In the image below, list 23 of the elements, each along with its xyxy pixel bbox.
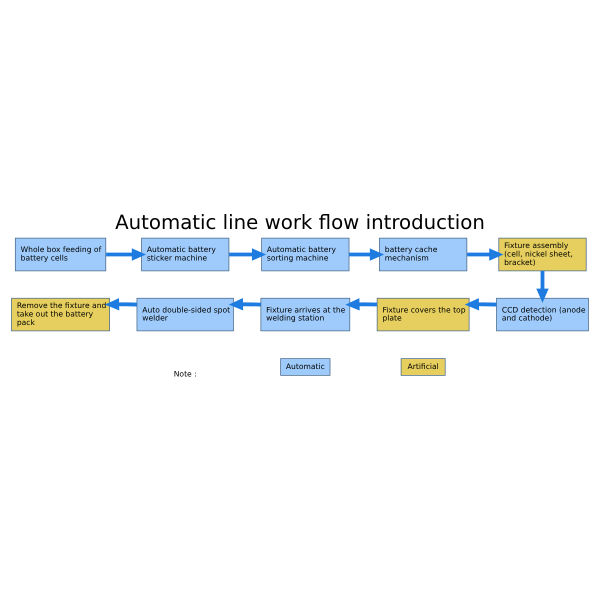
arrow (464, 298, 497, 310)
arrow (228, 298, 261, 310)
node-box: Fixture assembly (cell, nickel sheet, bracket) (498, 237, 587, 271)
legend-label: Automatic (286, 361, 325, 370)
node-box: Remove the fixture and take out the battery pack (11, 297, 110, 331)
node-box: battery cache mechanism (379, 237, 468, 271)
arrow (536, 270, 549, 302)
node-box: Whole box feeding of battery cells (14, 237, 106, 271)
node-box: Auto double-sided spot welder (136, 297, 234, 331)
node-box: Automatic battery sticker machine (141, 237, 230, 271)
label: Note : (174, 369, 197, 378)
diagram-title: Automatic line work flow introduction (115, 210, 485, 234)
node-box: Fixture arrives at the welding station (260, 297, 350, 331)
arrow (229, 248, 266, 260)
arrow (106, 248, 146, 260)
arrow (104, 298, 137, 310)
node-box: Automatic battery sorting machine (261, 237, 350, 271)
arrow (467, 248, 504, 260)
node-box: Fixture covers the top plate (376, 297, 470, 331)
legend-label: Artificial (408, 361, 439, 370)
arrow (345, 298, 378, 310)
node-box: CCD detection (anode and cathode) (496, 297, 589, 331)
arrow (349, 248, 384, 260)
